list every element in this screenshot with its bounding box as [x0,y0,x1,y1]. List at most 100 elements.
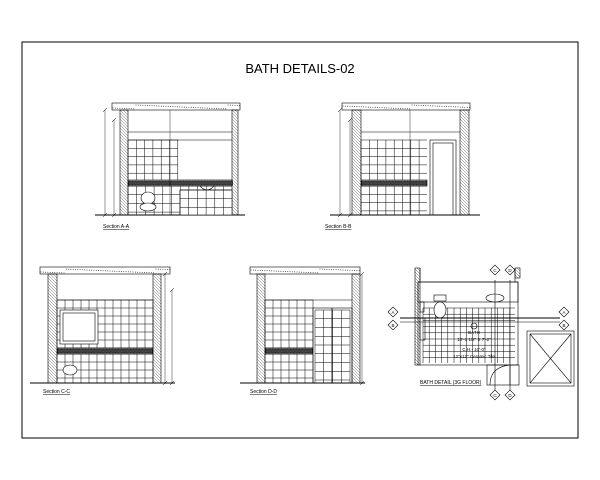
slab-aggregate [204,107,206,109]
wall [152,273,162,384]
slab-aggregate [266,270,268,272]
wall-hatch [152,283,162,293]
wall-hatch [351,292,361,302]
slab-aggregate [420,104,422,106]
wall-hatch [351,328,361,338]
wall-hatch [119,166,129,176]
dimension-tick [337,107,343,113]
slab-aggregate [344,105,346,107]
border-tile [167,180,170,186]
wall-hatch [351,283,361,293]
ceiling-slab [341,102,471,111]
slab-aggregate [358,106,360,108]
wall-hatch [47,379,52,384]
border-tile [176,180,179,186]
border-tile [144,348,147,354]
wall-hatch [462,109,470,117]
border-tile [179,180,182,186]
wall-hatch [414,295,421,302]
slab-aggregate [227,104,229,106]
border-tile [182,180,185,186]
wall-hatch [351,127,362,138]
wall-hatch [351,310,361,320]
wall-hatch [351,175,362,186]
wall-hatch [231,118,239,126]
wall-hatch [459,199,470,210]
wall-hatch [351,187,362,198]
wall-hatch [231,187,239,195]
slab-aggregate [255,269,257,271]
border-tile [96,348,99,354]
slab-aggregate [452,106,454,108]
border-tile [412,180,415,186]
wall-hatch [152,379,157,384]
border-tile [382,180,385,186]
slab-aggregate [278,270,280,272]
wall-hatch [414,349,421,356]
slab-aggregate [141,271,143,273]
border-tile [108,348,111,354]
wall-hatch [119,124,129,134]
wall-hatch [351,304,361,314]
wall-hatch [459,205,470,216]
slab-aggregate [100,270,102,272]
slab-aggregate [197,107,199,109]
section-b-label: Section B-B [325,224,352,230]
border-tile [289,348,292,354]
wall-hatch [256,298,266,308]
wall-hatch [256,277,266,287]
slab-aggregate [379,107,381,109]
wall-hatch [231,181,239,189]
slab-aggregate [202,107,204,109]
wall [514,267,521,279]
wall-hatch [55,273,58,276]
wall-hatch [351,199,362,210]
slab-aggregate [163,105,165,107]
wall-hatch [231,157,239,165]
slab-aggregate [291,271,293,273]
slab-aggregate [340,269,342,271]
wall-hatch [231,193,239,201]
wall-hatch [351,367,361,377]
wall-hatch [152,280,162,290]
slab-aggregate [342,269,344,271]
slab-aggregate [124,108,125,109]
slab-aggregate [75,269,76,270]
border-tile [152,180,155,186]
wall-hatch [351,196,362,207]
slab-aggregate [423,105,424,106]
wall-hatch [47,310,58,321]
wall-hatch [459,121,470,132]
slab-aggregate [153,105,155,107]
section-d-label: Section D-D [250,389,277,395]
wall-hatch [414,268,421,275]
slab-aggregate [195,107,197,109]
slab-aggregate [176,106,178,108]
wall-hatch [459,208,467,216]
slab-aggregate [47,271,49,273]
wall-hatch [351,139,362,150]
toilet-tank [140,191,156,205]
dimension-tick [337,212,343,218]
wall-hatch [119,190,129,200]
section-marker-b [387,319,399,331]
wall-hatch [351,289,361,299]
slab-aggregate [381,107,383,109]
wall-hatch [119,193,129,203]
wall-hatch [351,124,362,135]
wall-hatch [351,316,361,326]
wall-hatch [152,325,162,335]
wall-hatch [256,310,266,320]
border-tile [117,348,120,354]
wall-hatch [351,205,362,216]
wall-hatch [351,145,362,156]
border-tile [128,180,131,186]
grab-bar [419,301,425,313]
wall-hatch [356,273,361,278]
wall-hatch [351,307,361,317]
slab-aggregate [153,272,155,274]
wall-hatch [47,280,58,291]
wall-hatch [459,109,470,120]
slab-aggregate [170,106,171,107]
border-tile [310,348,313,354]
